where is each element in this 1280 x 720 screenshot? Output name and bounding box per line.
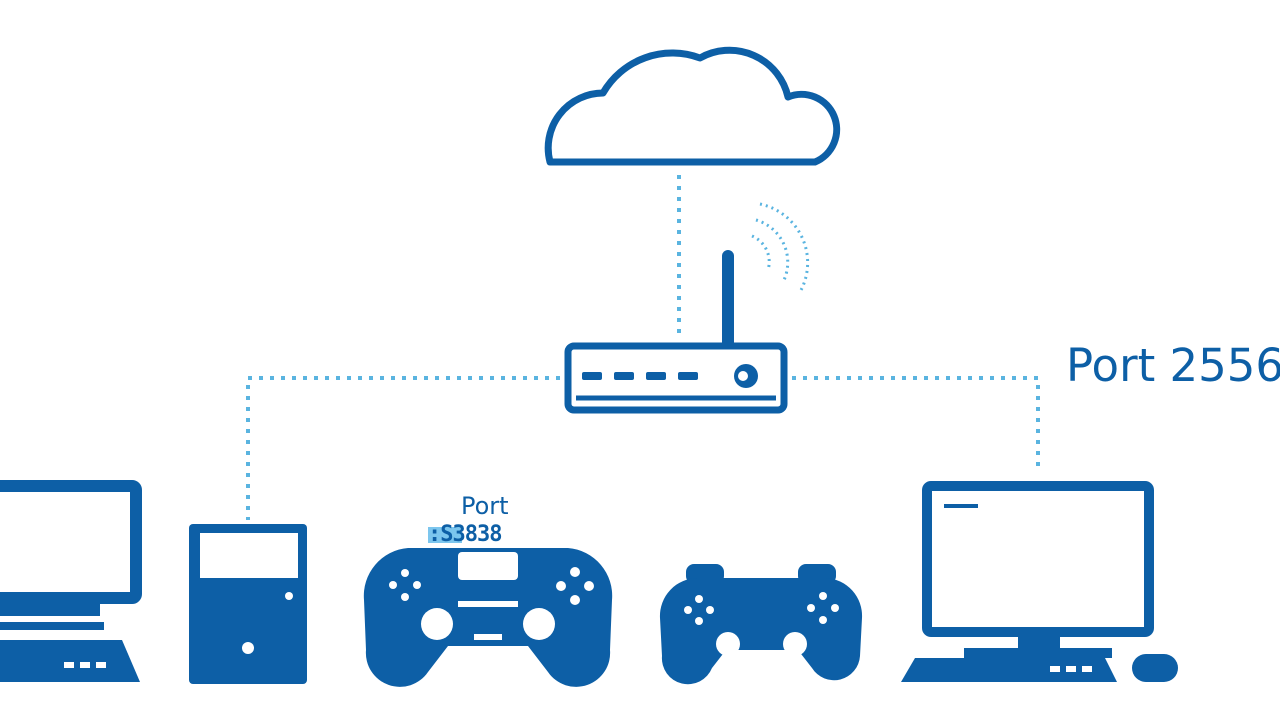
pc-tower-icon [189, 524, 307, 684]
gamepad-icon [363, 548, 613, 687]
desktop-computer-icon [901, 481, 1178, 682]
connection-router-desktop-right [792, 376, 1040, 472]
gamepad-icon [659, 564, 863, 685]
connection-lines [246, 175, 1040, 520]
port-label-small: Port [461, 492, 509, 520]
cloud-icon [544, 46, 841, 166]
wifi-signal-icon [751, 202, 810, 293]
desktop-computer-icon [0, 480, 142, 682]
connection-router-pc-tower [246, 376, 560, 520]
port-number-small: :S3838 [428, 522, 502, 547]
router-icon [564, 250, 788, 414]
port-label-right: Port 2556 [1066, 339, 1280, 392]
